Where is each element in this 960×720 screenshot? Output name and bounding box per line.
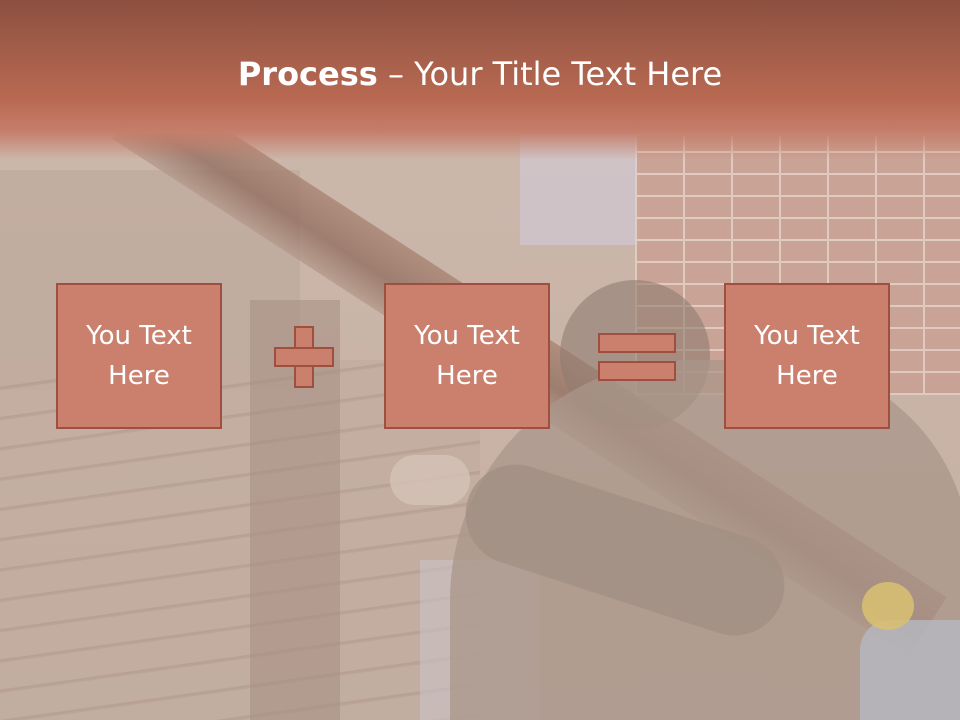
process-box-1-line1: You Text [86, 321, 192, 351]
equals-icon [598, 333, 676, 385]
plus-center [296, 349, 312, 365]
process-box-3-line1: You Text [754, 321, 860, 351]
process-box-3-line2: Here [776, 361, 838, 391]
process-box-2-line2: Here [436, 361, 498, 391]
title-band [0, 0, 960, 160]
equals-bottom-bar [598, 361, 676, 381]
worker-jeans [860, 620, 960, 720]
worker-hand [390, 455, 470, 505]
tape-measure [862, 582, 914, 630]
title-rest-text: – Your Title Text Here [377, 55, 723, 93]
plus-icon [274, 326, 334, 388]
title-bold-text: Process [237, 55, 378, 93]
process-box-1-line2: Here [108, 361, 170, 391]
equals-top-bar [598, 333, 676, 353]
slide-title[interactable]: Process – Your Title Text Here [0, 52, 960, 96]
process-box-2-line1: You Text [414, 321, 520, 351]
